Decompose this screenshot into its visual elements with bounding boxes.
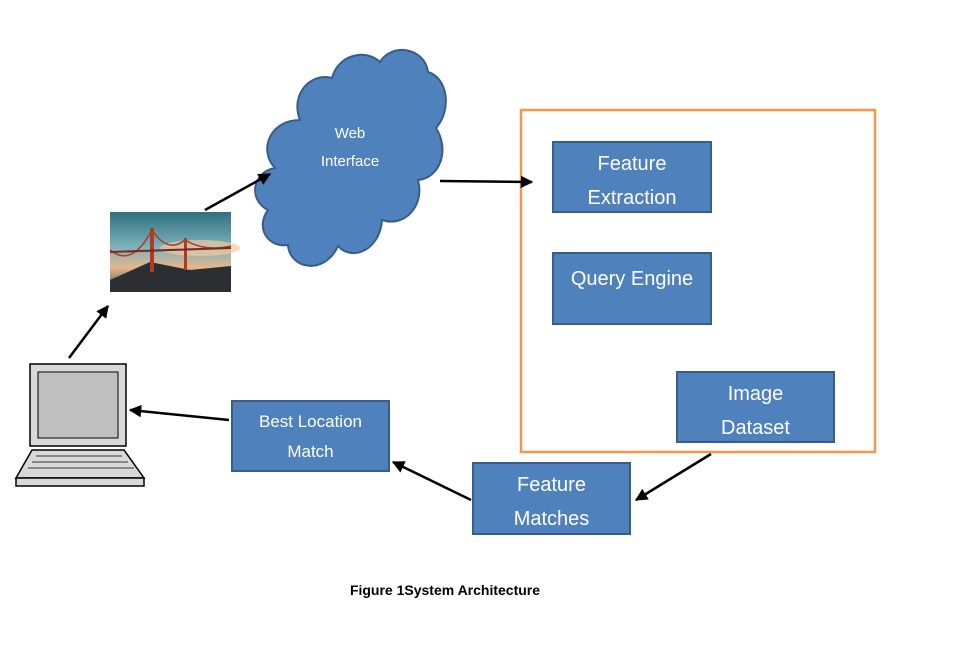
arrow-matches-to-location (391, 460, 472, 502)
arrow-dataset-to-matches (634, 452, 712, 502)
arrow-photo-to-cloud (204, 172, 272, 212)
feature-matches-line2: Matches (513, 508, 590, 530)
arrow-location-to-laptop (128, 404, 230, 422)
feature-matches-line1: Feature (517, 474, 586, 496)
image-dataset-line1: Image (727, 383, 784, 405)
feature-extraction-line1: Feature (597, 153, 667, 175)
bridge-photo (109, 212, 240, 292)
arrow-cloud-to-container (439, 175, 534, 189)
feature-matches-box: Feature Matches (472, 462, 631, 535)
web-interface-line2: Interface (320, 153, 380, 170)
arrow-laptop-to-photo (68, 305, 109, 359)
query-engine-box: Query Engine (552, 252, 712, 325)
best-location-match-box: Best Location Match (231, 400, 390, 472)
feature-extraction-line2: Extraction (587, 187, 677, 209)
image-dataset-box: Image Dataset (676, 371, 835, 443)
query-engine-label: Query Engine (570, 268, 694, 290)
figure-caption: Figure 1System Architecture (349, 582, 541, 598)
best-location-line1: Best Location (258, 412, 362, 431)
feature-extraction-box: Feature Extraction (552, 141, 712, 213)
image-dataset-line2: Dataset (721, 417, 790, 439)
laptop-icon (14, 363, 146, 487)
web-interface-line1: Web (334, 125, 366, 142)
web-interface-label: Web Interface (300, 120, 400, 176)
cloud-shape (254, 48, 447, 267)
processing-container (519, 108, 877, 454)
best-location-line2: Match (287, 442, 334, 461)
